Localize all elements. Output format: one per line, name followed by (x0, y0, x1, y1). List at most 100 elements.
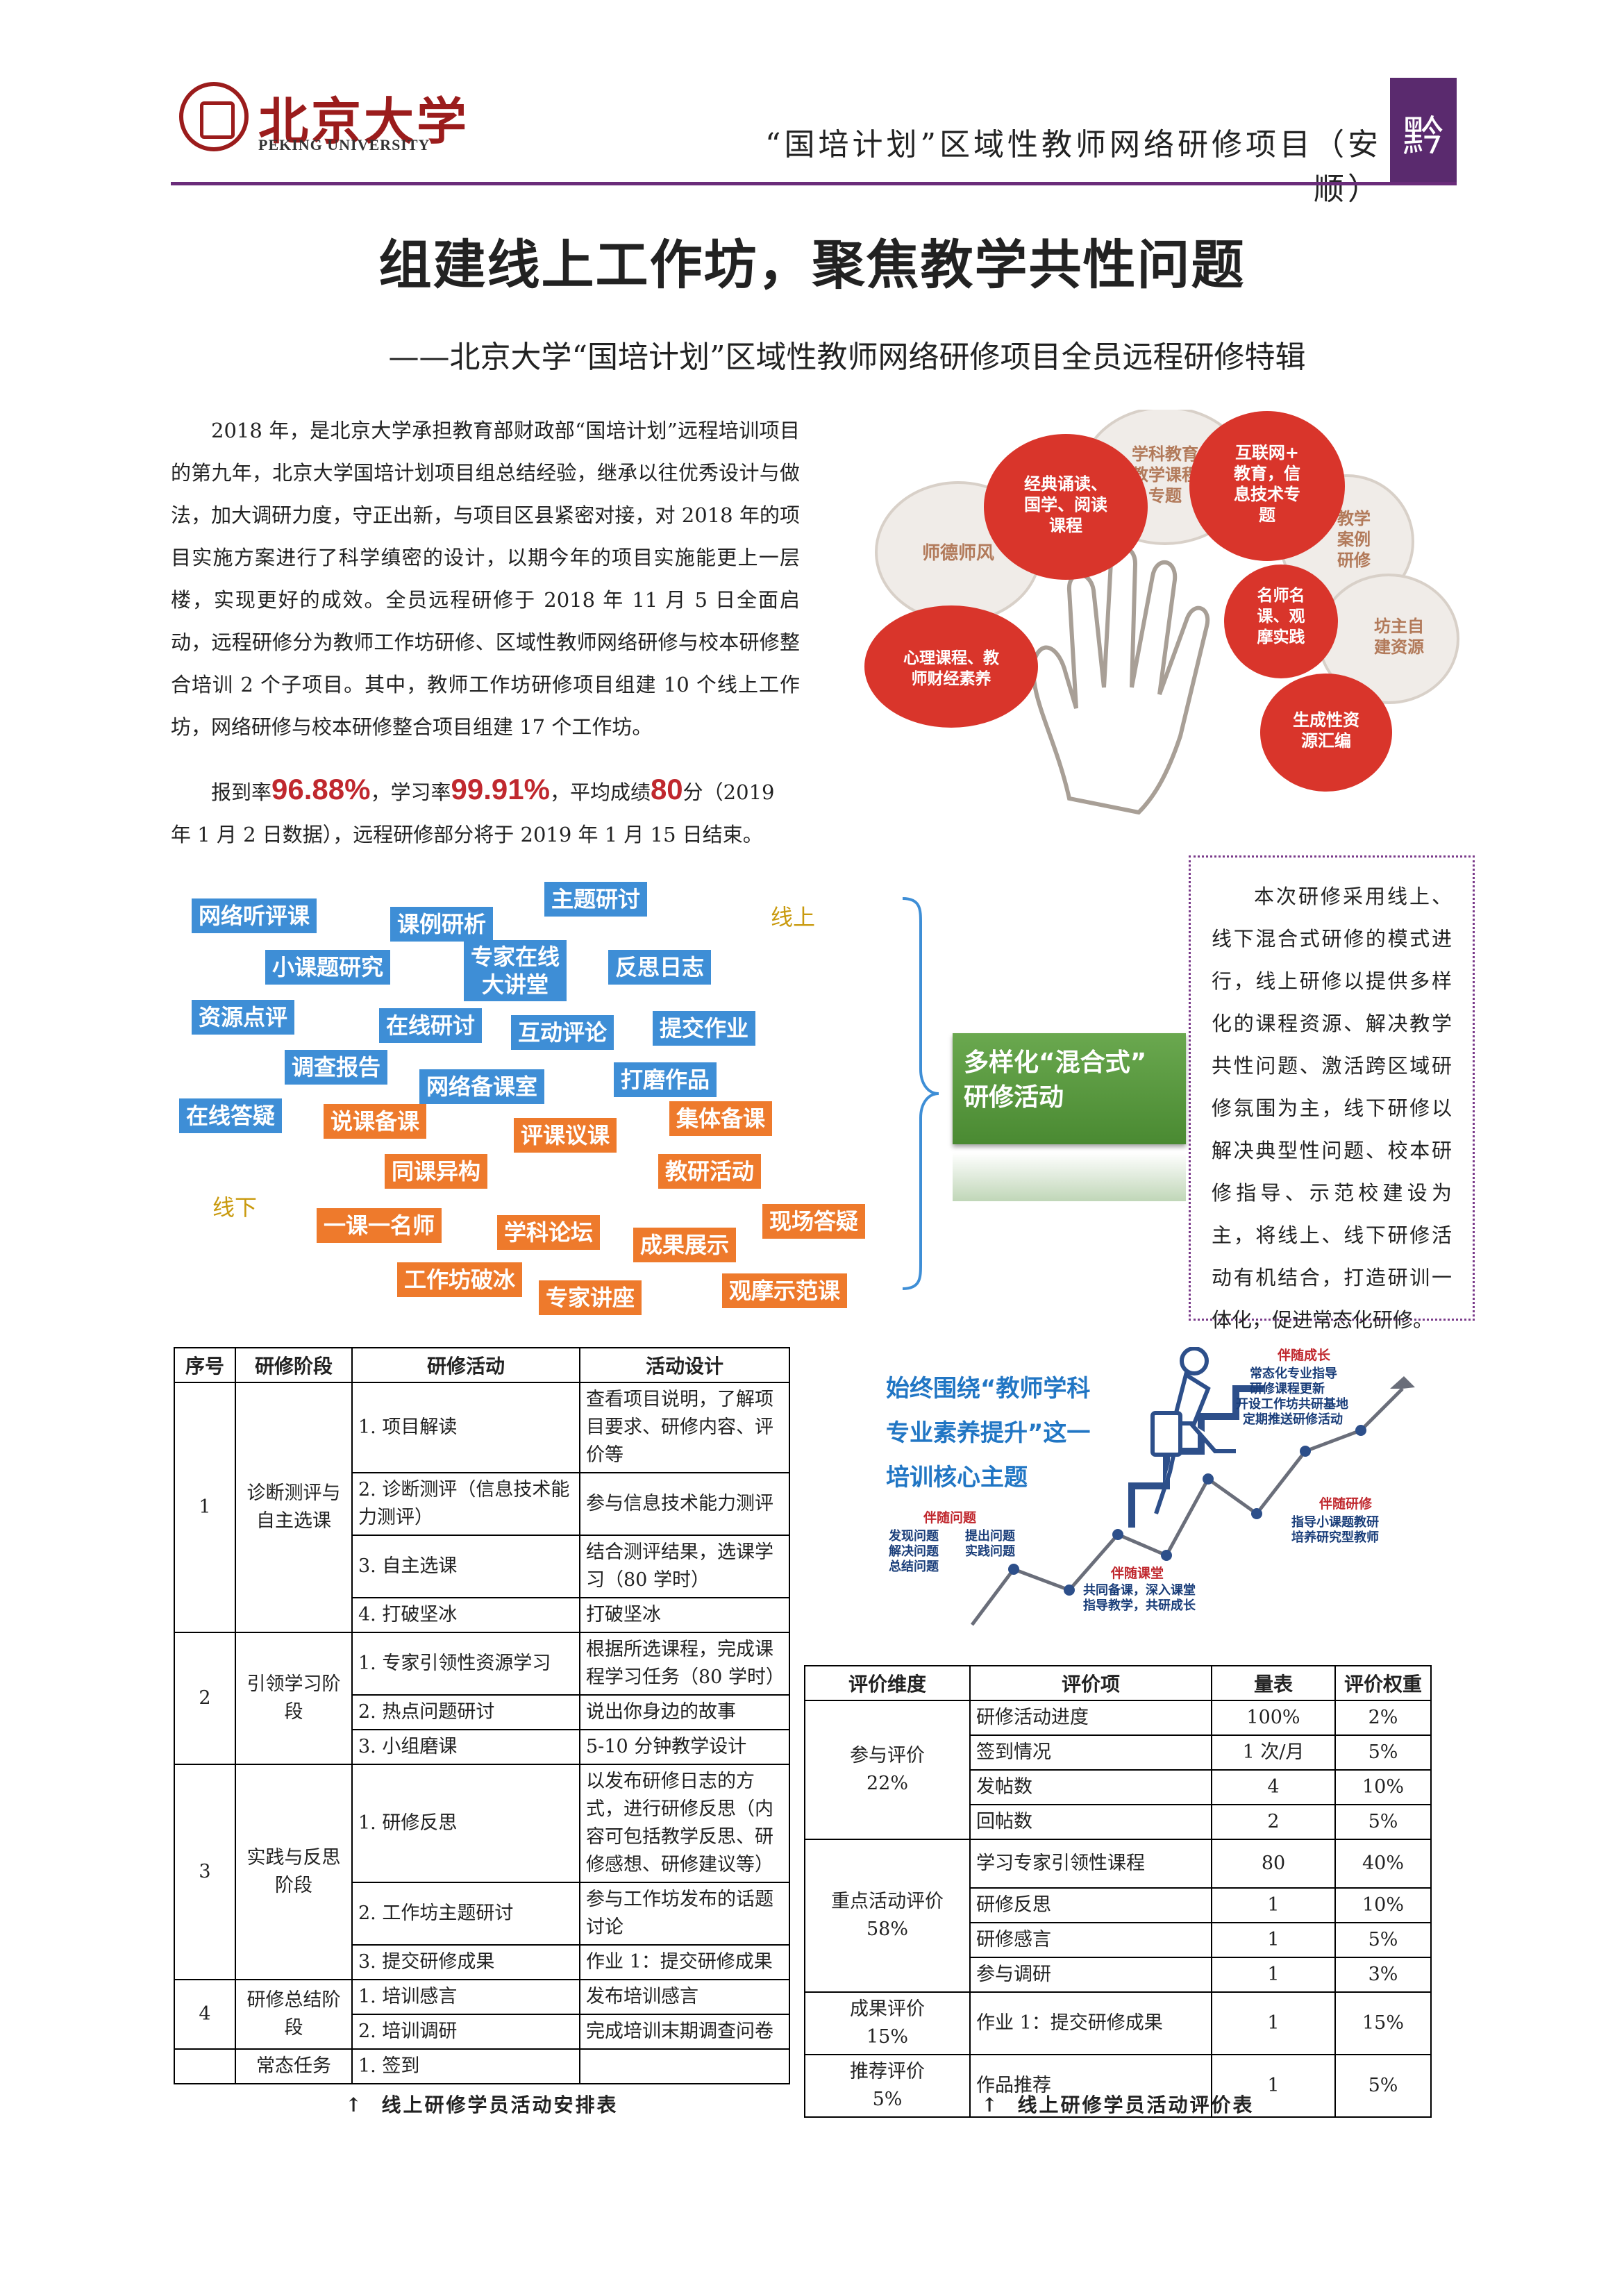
table-row: 2 引领学习阶段 1. 专家引领性资源学习 根据所选课程，完成课程学习任务（80… (174, 1632, 790, 1765)
page-subtitle: ——北京大学“国培计划”区域性教师网络研修项目全员远程研修特辑 (388, 340, 1306, 375)
schedule-activity-cell: 3. 自主选课 (351, 1535, 580, 1598)
schedule-stage-cell: 实践与反思阶段 (235, 1764, 353, 1980)
eval-dimension-name: 重点活动评价 (831, 1891, 944, 1912)
label-study-title: 伴随研修 (1319, 1496, 1373, 1512)
tag-lesson-prep: 说课备课 (324, 1104, 427, 1139)
label-study-2: 培养研究型教师 (1291, 1530, 1379, 1545)
eval-dimension-pct: 58% (866, 1918, 908, 1940)
bubble-psych-1: 心理课程、教 (903, 649, 1000, 667)
blended-activity-line2: 研修活动 (964, 1083, 1064, 1112)
label-growth-2: 研修课程更新 (1250, 1381, 1325, 1396)
schedule-design-cell: 参与信息技术能力测评 (579, 1472, 790, 1536)
intro-paragraph: 2018 年，是北京大学承担教育部财政部“国培计划”远程培训项目的第九年，北京大… (171, 410, 800, 749)
tag-subject-forum: 学科论坛 (497, 1215, 601, 1250)
logo-chinese-name: 北京大学 (258, 92, 470, 151)
schedule-stage-cell: 常态任务 (235, 2048, 353, 2084)
evaluation-header-row: 评价维度 评价项 量表 评价权重 (804, 1665, 1432, 1701)
tag-onsite-qa: 现场答疑 (762, 1204, 866, 1239)
schedule-design-cell: 查看项目说明，了解项目要求、研修内容、评价等 (579, 1382, 790, 1473)
bubble-subject-2: 教学课程 (1132, 465, 1198, 485)
schedule-no-cell: 1 (174, 1382, 236, 1633)
eval-item-cell: 作业 1：提交研修成果 (969, 1991, 1212, 2055)
eval-dimension-pct: 15% (866, 2026, 908, 2048)
core-theme-line3: 培训核心主题 (886, 1464, 1028, 1491)
schedule-activity-cell: 1. 研修反思 (351, 1764, 580, 1883)
tag-demo-class: 观摩示范课 (722, 1273, 848, 1308)
blended-mode-note: 本次研修采用线上、线下混合式研修的模式进行，线上研修以提供多样化的课程资源、解决… (1189, 855, 1475, 1332)
schedule-design-cell: 打破坚冰 (579, 1597, 790, 1633)
schedule-header-row: 序号 研修阶段 研修活动 活动设计 (174, 1347, 790, 1383)
stat-label-report: 报到率 (211, 780, 272, 804)
table-row: 研修反思 1 10% (805, 1887, 1432, 1923)
tag-workshop-icebreak: 工作坊破冰 (397, 1262, 523, 1297)
header-project-title: “国培计划”区域性教师网络研修项目（安顺） (765, 127, 1382, 207)
schedule-activity-cell: 1. 专家引领性资源学习 (351, 1632, 580, 1696)
schedule-activity-cell: 4. 打破坚冰 (351, 1597, 580, 1633)
bubble-case-2: 案例 (1337, 530, 1371, 549)
eval-item-cell: 研修活动进度 (969, 1700, 1212, 1736)
eval-dimension-pct: 5% (872, 2089, 903, 2110)
tag-survey-report: 调查报告 (285, 1050, 388, 1085)
tag-case-analysis: 课例研析 (390, 907, 494, 942)
growth-arrow-icon (1390, 1376, 1415, 1389)
blended-mode-note-text: 本次研修采用线上、线下混合式研修的模式进行，线上研修以提供多样化的课程资源、解决… (1212, 885, 1452, 1332)
eval-scale-cell: 1 次/月 (1211, 1734, 1336, 1771)
eval-scale-cell: 1 (1211, 1887, 1336, 1923)
bubble-owner-2: 建资源 (1374, 637, 1424, 657)
stat-note: 分（2019 年 1 月 2 日数据），远程研修部分将于 2019 年 1 月 … (171, 780, 775, 846)
eval-scale-cell: 1 (1211, 1991, 1336, 2055)
schedule-design-cell: 根据所选课程，完成课程学习任务（80 学时） (579, 1632, 790, 1696)
core-theme-line1: 始终围绕“教师学科 (886, 1375, 1091, 1403)
bubble-classics-2: 国学、阅读 (1024, 495, 1107, 515)
schedule-activity-cell: 3. 小组磨课 (351, 1729, 580, 1765)
stat-label-score: ，平均成绩 (549, 780, 651, 804)
label-class-2: 指导教学，共研成长 (1083, 1598, 1196, 1613)
schedule-header-design: 活动设计 (579, 1347, 790, 1383)
bubble-internet-3: 息技术专 (1234, 485, 1300, 504)
bubble-psych-2: 师财经素养 (912, 669, 991, 688)
schedule-header-stage: 研修阶段 (235, 1347, 353, 1383)
eval-item-cell: 回帖数 (969, 1804, 1212, 1840)
tag-expert-lecture-line2: 大讲堂 (482, 971, 549, 998)
eval-item-cell: 作品推荐 (969, 2054, 1212, 2118)
schedule-activity-cell: 1. 签到 (351, 2048, 580, 2084)
header-divider (171, 182, 1457, 185)
bubble-owner-1: 坊主自 (1374, 617, 1424, 636)
bubble-internet-4: 题 (1259, 505, 1275, 525)
schedule-design-cell: 以发布研修日志的方式，进行研修反思（内容可包括教学反思、研修感想、研修建议等） (579, 1764, 790, 1883)
hand-outline (1031, 545, 1210, 815)
schedule-design-cell: 完成培训末期调查问卷 (579, 2014, 790, 2050)
eval-item-cell: 研修感言 (969, 1922, 1212, 1958)
stat-report-rate: 96.88% (271, 773, 371, 805)
walking-person-icon (1150, 1347, 1236, 1514)
label-growth-3: 开设工作坊共研基地 (1236, 1396, 1348, 1412)
offline-label: 线下 (212, 1194, 258, 1221)
label-issue-2: 解决问题 (889, 1544, 939, 1559)
table-row: 研修感言 1 5% (805, 1922, 1432, 1958)
tag-expert-lecture: 专家在线大讲堂 (464, 940, 567, 1001)
eval-weight-cell: 2% (1334, 1700, 1432, 1736)
blended-activity-box: 多样化“混合式”研修活动 (953, 1033, 1186, 1144)
eval-scale-cell: 2 (1211, 1804, 1336, 1840)
eval-dimension-name: 参与评价 (850, 1745, 925, 1766)
label-issue-3: 总结问题 (889, 1559, 939, 1574)
stat-study-rate: 99.91% (451, 773, 550, 805)
bubble-case-3: 研修 (1337, 551, 1371, 570)
schedule-header-activity: 研修活动 (351, 1347, 580, 1383)
bubble-internet-1: 互联网+ (1235, 443, 1299, 462)
label-growth-title: 伴随成长 (1277, 1347, 1331, 1363)
table-row: 1 诊断测评与自主选课 1. 项目解读 查看项目说明，了解项目要求、研修内容、评… (174, 1382, 790, 1633)
staircase (1128, 1385, 1264, 1528)
eval-scale-cell: 80 (1211, 1839, 1336, 1889)
eval-weight-cell: 5% (1334, 1922, 1432, 1958)
eval-weight-cell: 5% (1334, 2054, 1432, 2118)
core-theme-line2: 专业素养提升”这一 (886, 1419, 1091, 1447)
bubble-famous-2: 课、观 (1257, 608, 1305, 626)
evaluation-caption-text: 线上研修学员活动评价表 (1017, 2093, 1255, 2116)
up-arrow-icon: ↑ (981, 2093, 1000, 2116)
label-issue-1: 发现问题 (888, 1528, 939, 1544)
